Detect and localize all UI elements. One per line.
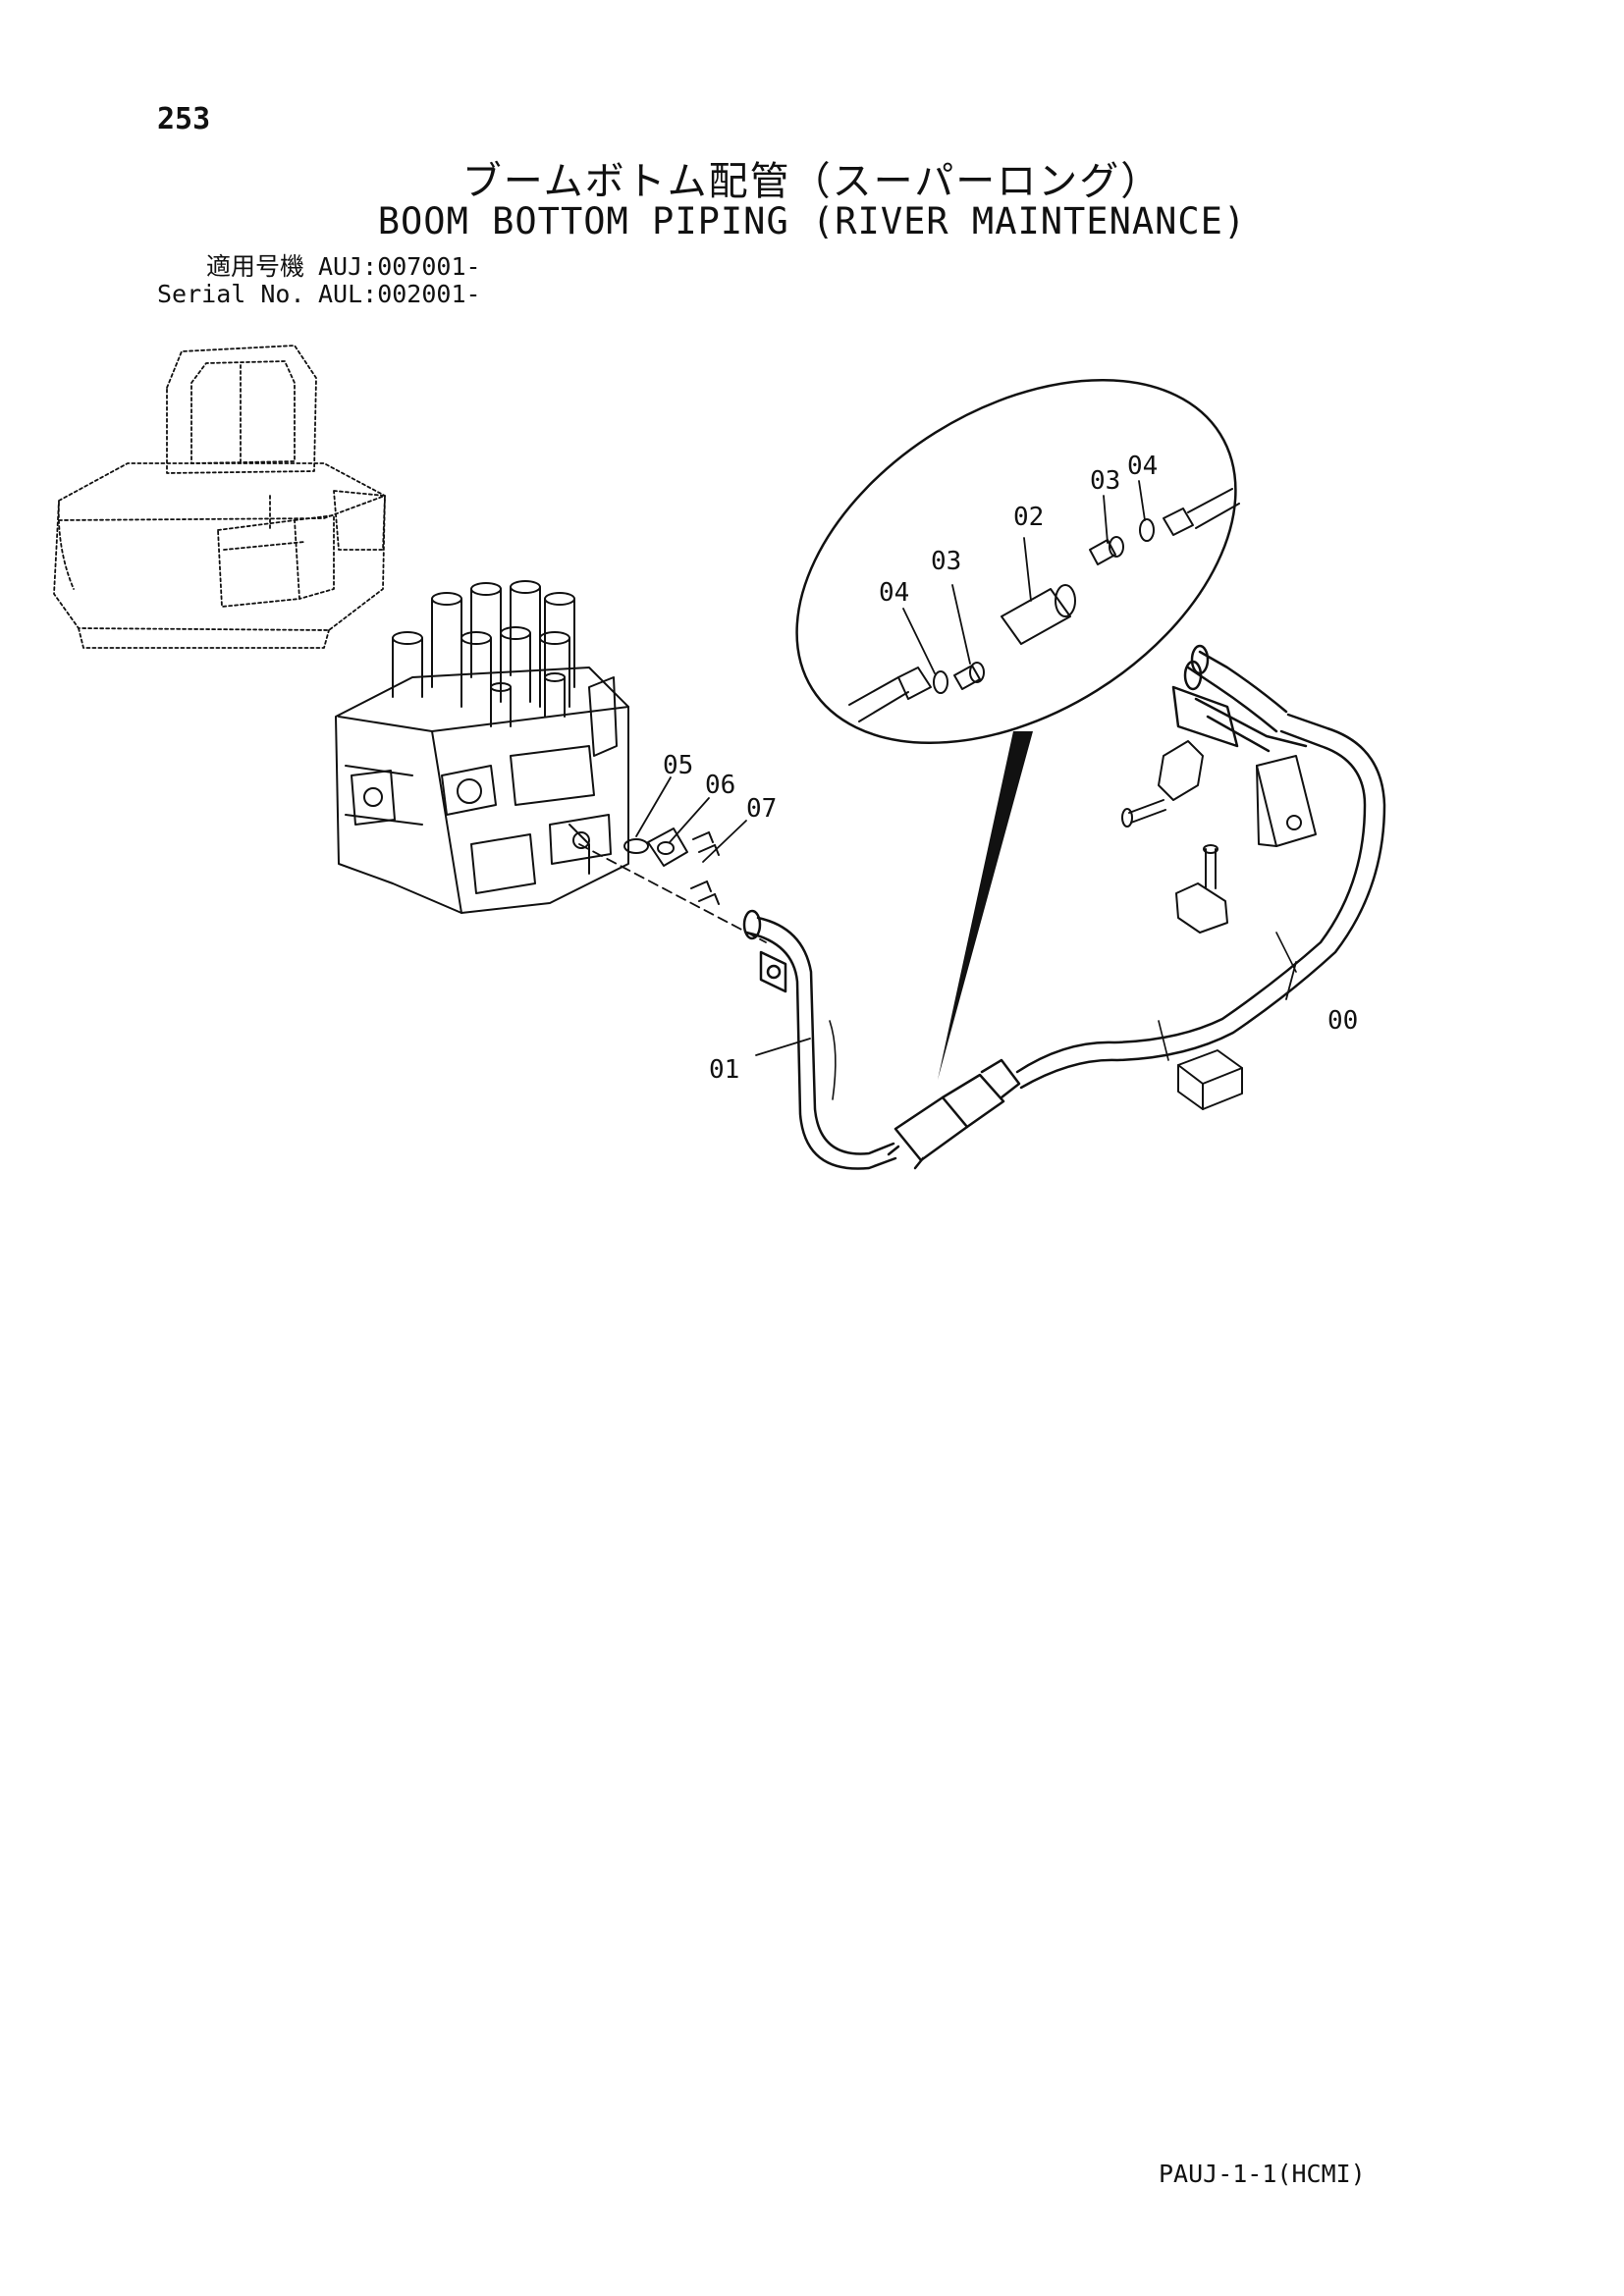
title-japanese: ブームボトム配管（スーパーロング）: [461, 159, 1163, 204]
serial-value: AUJ:007001-: [318, 252, 481, 281]
callout-07: 07: [746, 794, 777, 824]
pipe-joint: [887, 1058, 1021, 1170]
bracket: [1256, 755, 1317, 847]
serial-value: AUL:002001-: [318, 280, 481, 308]
clamp-lower: [1175, 844, 1228, 934]
serial-row-applicable: 適用号機 AUJ:007001-: [157, 253, 481, 281]
excavator-thumbnail: [53, 345, 386, 649]
title-english: BOOM BOTTOM PIPING (RIVER MAINTENANCE): [377, 200, 1247, 242]
pipe-01: [742, 909, 897, 1170]
pipe-00: [1015, 644, 1386, 1090]
callout-01: 01: [709, 1055, 739, 1085]
block-spacer: [1177, 1049, 1243, 1110]
detail-parts: [848, 488, 1240, 722]
footer-code: PAUJ-1-1(HCMI): [1159, 2160, 1366, 2188]
detail-bubble: [795, 378, 1237, 1080]
callout-05: 05: [663, 751, 693, 780]
callout-06: 06: [705, 771, 735, 800]
leader-lines: [635, 480, 1297, 1056]
callout-04-right: 04: [1127, 452, 1158, 481]
callout-03-left: 03: [931, 547, 961, 576]
callout-04-left: 04: [879, 578, 909, 608]
clamp-upper: [1121, 740, 1204, 828]
serial-row-serial-no: Serial No. AUL:002001-: [157, 281, 481, 308]
control-valve: [335, 580, 629, 914]
callout-00: 00: [1327, 1006, 1358, 1036]
serial-label: Serial No.: [157, 280, 305, 308]
callout-03-right: 03: [1090, 466, 1120, 496]
page-number: 253: [157, 102, 211, 136]
callout-02: 02: [1013, 503, 1044, 532]
serial-label: 適用号機: [205, 252, 304, 281]
flange-assembly: [578, 828, 767, 943]
serial-block: 適用号機 AUJ:007001- Serial No. AUL:002001-: [157, 253, 481, 308]
